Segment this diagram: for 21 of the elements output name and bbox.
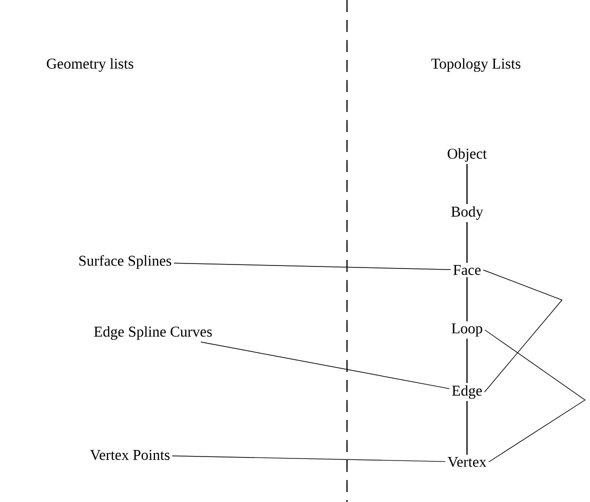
geometry-label: Vertex Points [90, 450, 170, 460]
connector-line [466, 401, 468, 455]
connector-line [466, 164, 468, 204]
geometry-label: Surface Splines [79, 255, 172, 269]
column-heading: Topology Lists [431, 58, 520, 72]
list-item: Face [453, 265, 481, 275]
geometry-label: Edge Spline Curves [94, 326, 212, 340]
connector-line [484, 330, 586, 462]
list-item: Loop [452, 324, 482, 336]
list-item: Vertex [448, 457, 486, 467]
list-item: Object [448, 148, 487, 162]
connector-line [466, 277, 468, 322]
connector-line [466, 222, 468, 263]
list-item: Body [451, 206, 484, 220]
leader-line [172, 456, 446, 462]
connector-line [482, 270, 563, 392]
leader-line [174, 262, 452, 270]
leader-line [200, 342, 450, 390]
column-heading: Geometry lists [46, 58, 134, 72]
connector-line [466, 338, 468, 383]
list-item: Edge [452, 385, 482, 399]
